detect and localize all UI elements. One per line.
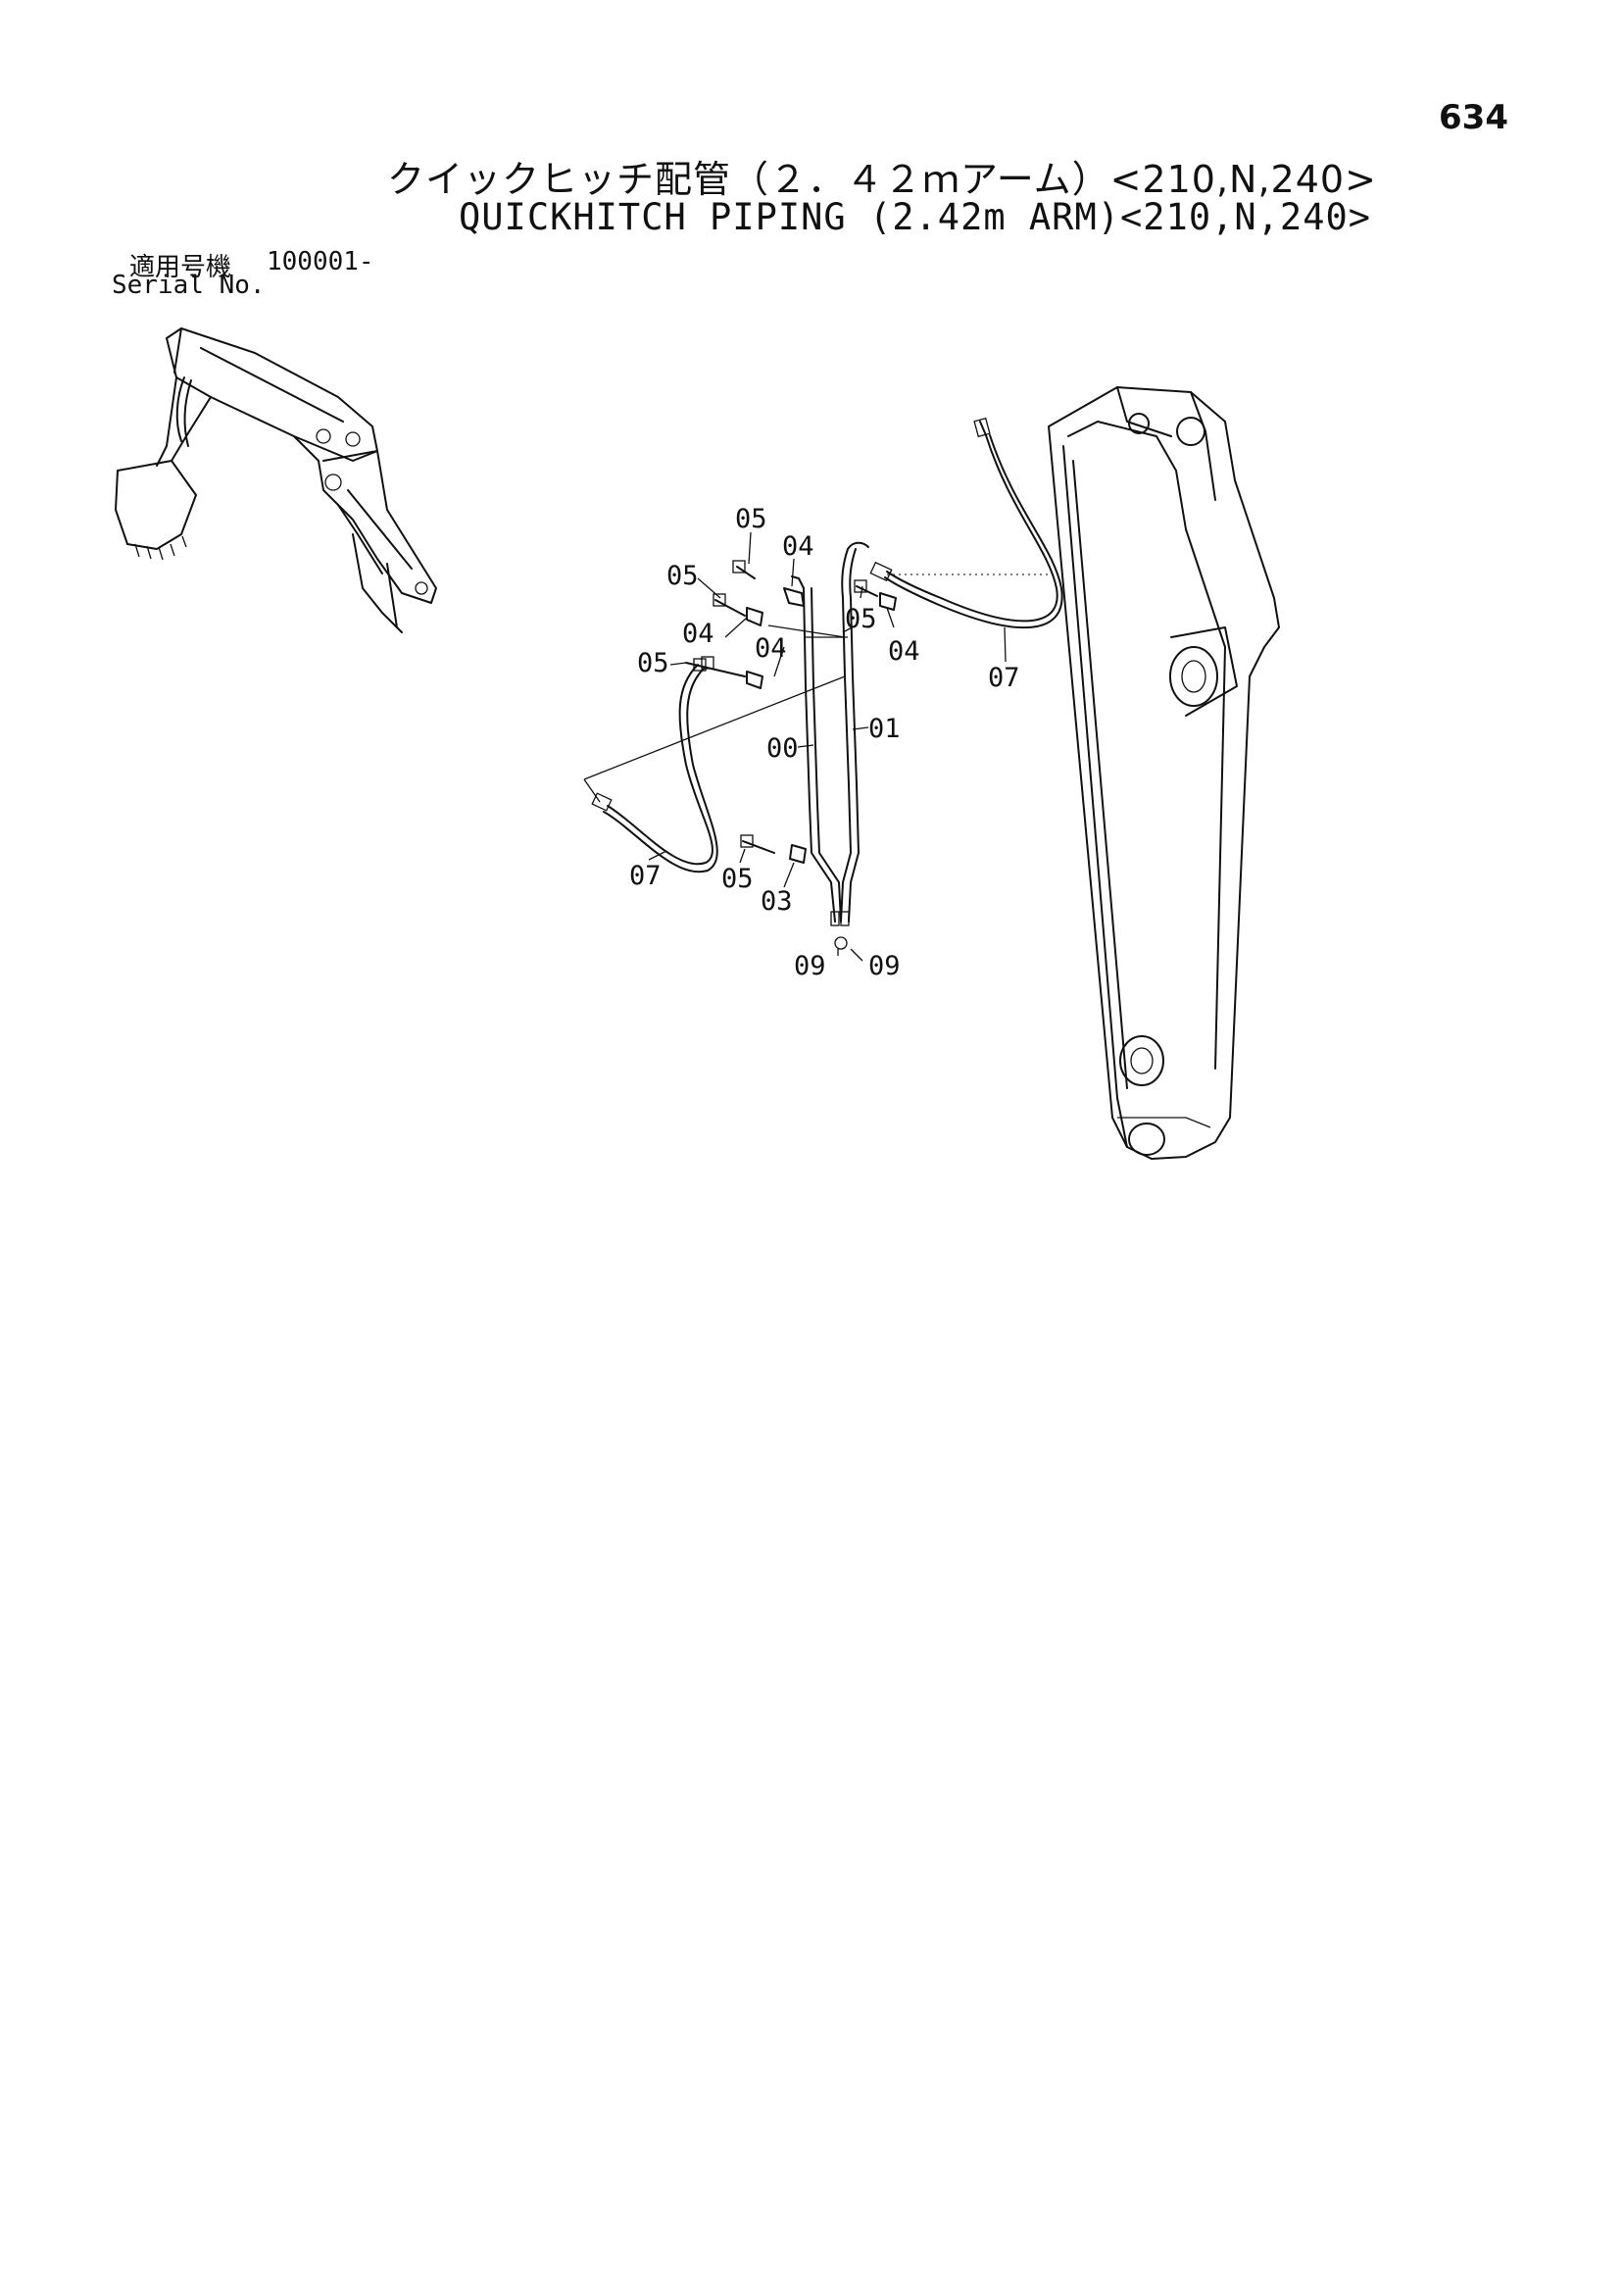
callout-09-left: 09 <box>794 951 826 981</box>
guide-lines <box>583 624 857 803</box>
hose-07-left <box>591 658 718 873</box>
callout-05-right: 05 <box>845 604 877 634</box>
callout-05-left: 05 <box>666 561 699 591</box>
callout-labels: 05 04 05 04 04 05 05 04 07 00 01 07 05 0… <box>629 504 1020 981</box>
serial-label-english: Serial No. <box>112 271 266 300</box>
arm-illustration <box>1048 386 1280 1160</box>
callout-04-left: 04 <box>682 619 714 649</box>
callout-01: 01 <box>868 714 901 744</box>
callout-04-mid: 04 <box>755 633 787 664</box>
hose-07-right <box>869 417 1063 629</box>
callout-00: 00 <box>766 733 799 764</box>
page-number: 634 <box>1439 98 1508 137</box>
pipe-assembly-00-01 <box>791 541 869 926</box>
page-title-japanese: クイックヒッチ配管（２．４２ｍアーム）<210,N,240> <box>387 158 1377 201</box>
callout-05-top: 05 <box>735 504 767 534</box>
callout-07-left: 07 <box>629 861 662 891</box>
callout-09-right: 09 <box>868 951 901 981</box>
leader-lines <box>648 531 1007 962</box>
page-title-english: QUICKHITCH PIPING (2.42m ARM)<210,N,240> <box>459 196 1372 238</box>
callout-04-top: 04 <box>782 531 814 562</box>
serial-label-japanese: 適用号機 <box>129 253 232 282</box>
callout-04-right: 04 <box>888 636 920 667</box>
callout-03: 03 <box>761 886 793 917</box>
serial-range: 100001- <box>267 247 374 276</box>
callout-05-low: 05 <box>637 648 669 678</box>
clamps-and-bolts <box>685 560 897 950</box>
excavator-overview-illustration <box>115 327 437 633</box>
callout-05-bottom: 05 <box>721 864 754 894</box>
callout-07-right: 07 <box>988 663 1020 693</box>
